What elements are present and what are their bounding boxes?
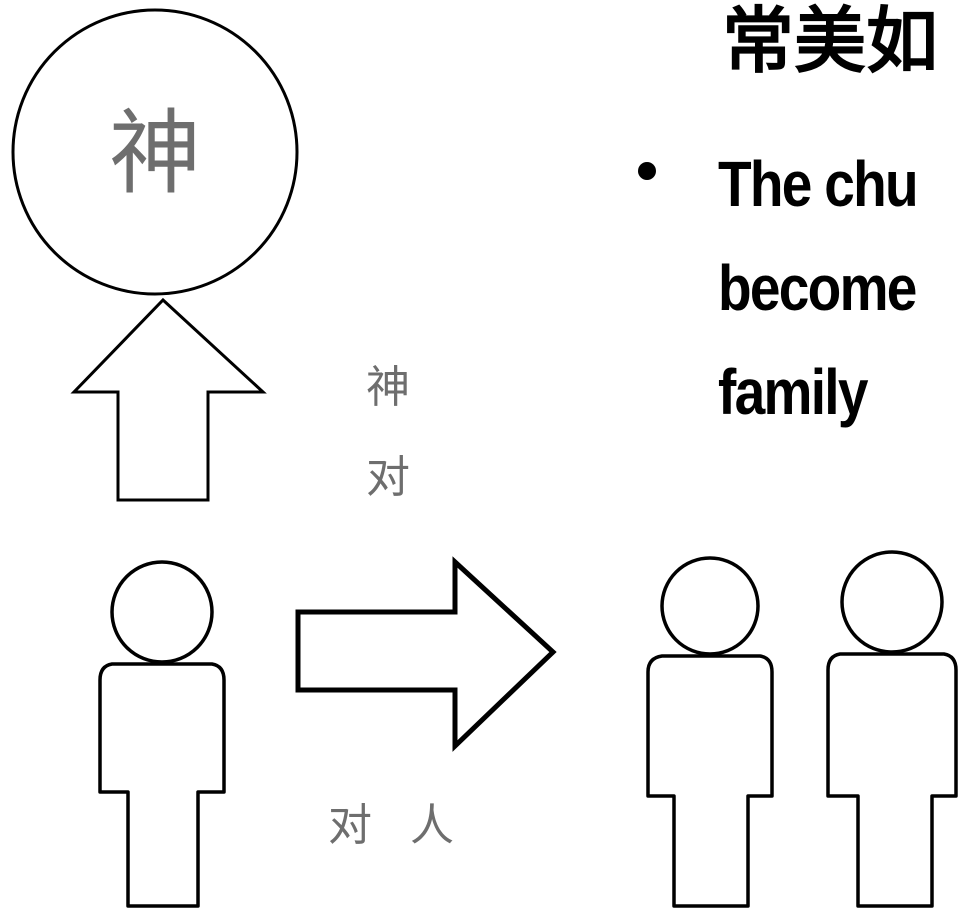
person-right (826, 550, 958, 908)
person-right-body (826, 652, 958, 908)
horizontal-label-1: 对 (328, 800, 372, 851)
person-middle (646, 556, 774, 908)
bullet-text: The chu become family (718, 132, 959, 444)
up-arrow (70, 297, 267, 502)
bullet-line-2: become (718, 252, 917, 324)
bullet-line-3: family (718, 356, 868, 428)
right-arrow (295, 556, 557, 752)
person-middle-body (646, 654, 774, 908)
vertical-label-2: 对 (366, 452, 410, 503)
god-circle (11, 8, 299, 296)
bullet-line-1: The chu (718, 148, 919, 220)
bullet-dot (638, 162, 656, 180)
person-middle-head (660, 556, 760, 656)
person-left-body (98, 662, 226, 908)
god-label: 神 (109, 100, 201, 207)
person-left (98, 560, 226, 908)
person-left-head (110, 560, 214, 664)
slide-title: 常美如 (722, 0, 939, 83)
person-right-head (840, 550, 944, 654)
horizontal-label-2: 人 (410, 800, 454, 851)
vertical-label-1: 神 (366, 362, 410, 413)
